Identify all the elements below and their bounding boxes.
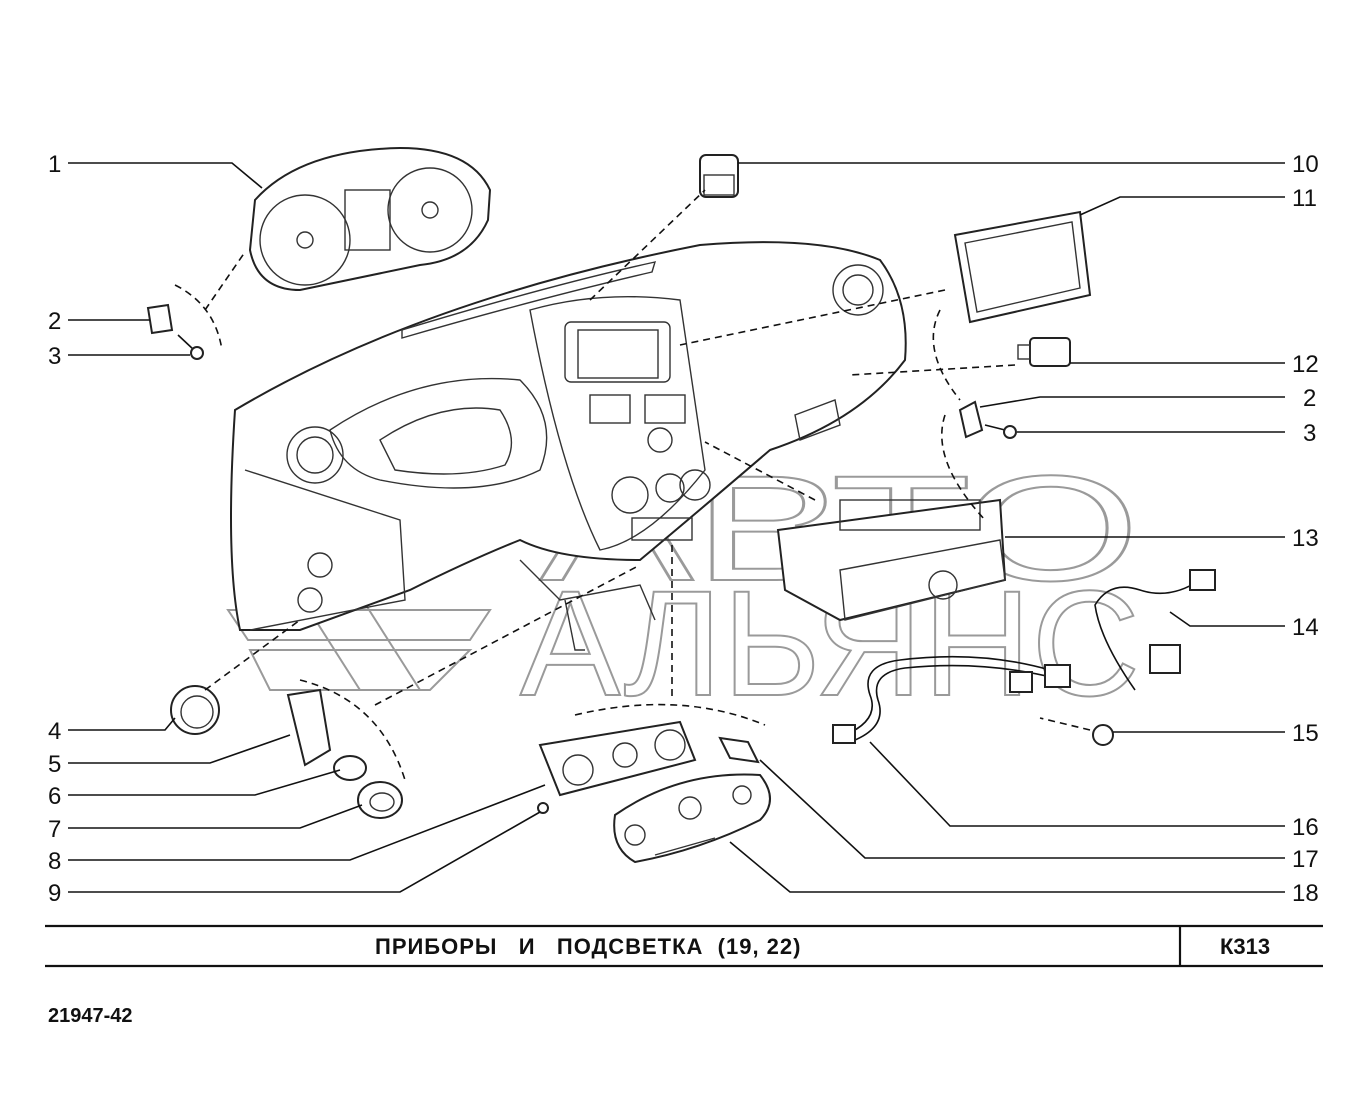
lighter-ring[interactable]: [333, 755, 367, 781]
leader-lines: [68, 162, 1285, 893]
callouts-left: 1 2 3 4 5 6 7 8 9: [48, 151, 61, 907]
callout-label: 18: [1292, 880, 1319, 907]
cigarette-lighter-socket[interactable]: [286, 688, 332, 767]
heater-control-bezel[interactable]: [613, 773, 771, 864]
callout-label: 15: [1292, 720, 1319, 747]
mounting-clip[interactable]: [958, 400, 984, 439]
callout-label: 5: [48, 751, 61, 778]
callout-label: 4: [48, 718, 61, 745]
wiring-harness[interactable]: [832, 655, 1071, 744]
callout-label: 17: [1292, 846, 1319, 873]
screw[interactable]: [537, 802, 549, 814]
callout-label: 16: [1292, 814, 1319, 841]
callouts-right: 10 11 12 2 3 13 14 15 16 17 18: [1292, 151, 1319, 907]
assembly-lines: [174, 189, 1091, 781]
callout-label: 8: [48, 848, 61, 875]
callout-label: 14: [1292, 614, 1319, 641]
callout-label: 1: [48, 151, 61, 178]
relay-module[interactable]: [1017, 337, 1071, 367]
callout-label: 7: [48, 816, 61, 843]
self-tapping-screw[interactable]: [177, 334, 204, 360]
callout-label: 9: [48, 880, 61, 907]
title-block: ПРИБОРЫ И ПОДСВЕТКА (19, 22) К313 21947-…: [45, 924, 1323, 1027]
display-monitor[interactable]: [953, 210, 1092, 324]
callout-label: 6: [48, 783, 61, 810]
self-tapping-screw[interactable]: [984, 424, 1017, 439]
callout-label: 12: [1292, 351, 1319, 378]
mounting-clip[interactable]: [146, 303, 174, 335]
sheet-code: К313: [1220, 934, 1270, 959]
usb-wiring-harness[interactable]: [1094, 569, 1216, 691]
callout-label: 13: [1292, 525, 1319, 552]
callout-label: 2: [1303, 385, 1316, 412]
callout-label: 10: [1292, 151, 1319, 178]
multimedia-head-unit[interactable]: [776, 498, 1007, 622]
dashboard: [230, 241, 907, 651]
callout-label: 2: [48, 308, 61, 335]
hood-release-handle[interactable]: [170, 685, 220, 735]
switch-unit[interactable]: [699, 154, 739, 198]
drawing-title: ПРИБОРЫ И ПОДСВЕТКА (19, 22): [375, 934, 801, 959]
lighter-plug[interactable]: [357, 781, 403, 819]
callout-label: 3: [1303, 420, 1316, 447]
callout-label: 3: [48, 343, 61, 370]
instrument-cluster[interactable]: [248, 146, 492, 292]
lamp-socket[interactable]: [718, 736, 760, 764]
harness-clip[interactable]: [1092, 724, 1114, 746]
callout-label: 11: [1292, 185, 1317, 212]
drawing-number: 21947-42: [48, 1005, 133, 1027]
heater-control-panel[interactable]: [538, 720, 697, 797]
